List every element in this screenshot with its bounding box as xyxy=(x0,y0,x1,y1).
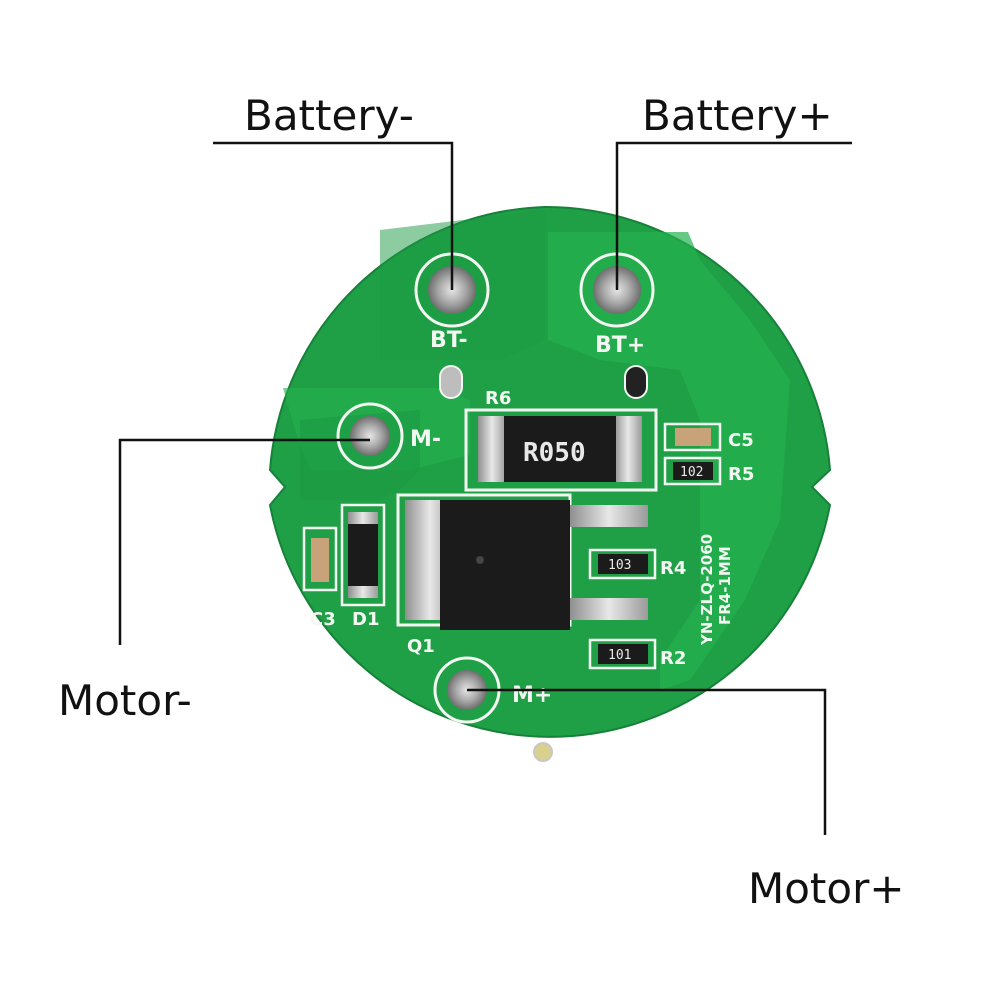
silk-m-minus: M- xyxy=(410,427,441,452)
label-motor-plus: Motor+ xyxy=(748,864,905,913)
capacitor-c3 xyxy=(302,526,338,592)
resistor-r2 xyxy=(588,638,657,670)
label-battery-minus: Battery- xyxy=(244,91,414,140)
callout-lines xyxy=(118,141,852,835)
silk-bt-plus: BT+ xyxy=(595,333,645,358)
label-battery-plus: Battery+ xyxy=(642,91,833,140)
shunt-marking: R050 xyxy=(523,438,586,468)
r4-code: 103 xyxy=(608,558,631,573)
silk-d1: D1 xyxy=(352,609,379,630)
leader-battery-minus xyxy=(213,141,454,290)
r5-code: 102 xyxy=(680,465,703,480)
leader-battery-plus xyxy=(615,141,852,290)
diode-d1 xyxy=(340,503,386,607)
silk-c5: C5 xyxy=(728,430,754,451)
shunt-resistor-r6 xyxy=(464,408,658,492)
label-motor-minus: Motor- xyxy=(58,676,192,725)
silk-r4: R4 xyxy=(660,558,686,579)
silk-board-id: YN-ZLQ-2060 xyxy=(698,534,716,646)
capacitor-c5 xyxy=(663,422,722,452)
resistor-r5 xyxy=(663,456,722,486)
vias xyxy=(439,365,648,762)
silk-c3: C3 xyxy=(310,609,336,630)
silk-r5: R5 xyxy=(728,464,754,485)
resistor-r4 xyxy=(588,548,657,580)
silk-r2: R2 xyxy=(660,648,686,669)
r2-code: 101 xyxy=(608,648,631,663)
silk-m-plus: M+ xyxy=(512,683,552,708)
leader-motor-plus xyxy=(467,688,827,835)
mosfet-q1 xyxy=(396,493,648,630)
leader-motor-minus xyxy=(118,438,370,645)
pad-m-minus xyxy=(336,402,404,470)
silk-r6: R6 xyxy=(485,388,511,409)
silk-board-spec: FR4-1MM xyxy=(716,546,734,625)
silk-bt-minus: BT- xyxy=(430,328,468,353)
silk-q1: Q1 xyxy=(407,636,435,657)
